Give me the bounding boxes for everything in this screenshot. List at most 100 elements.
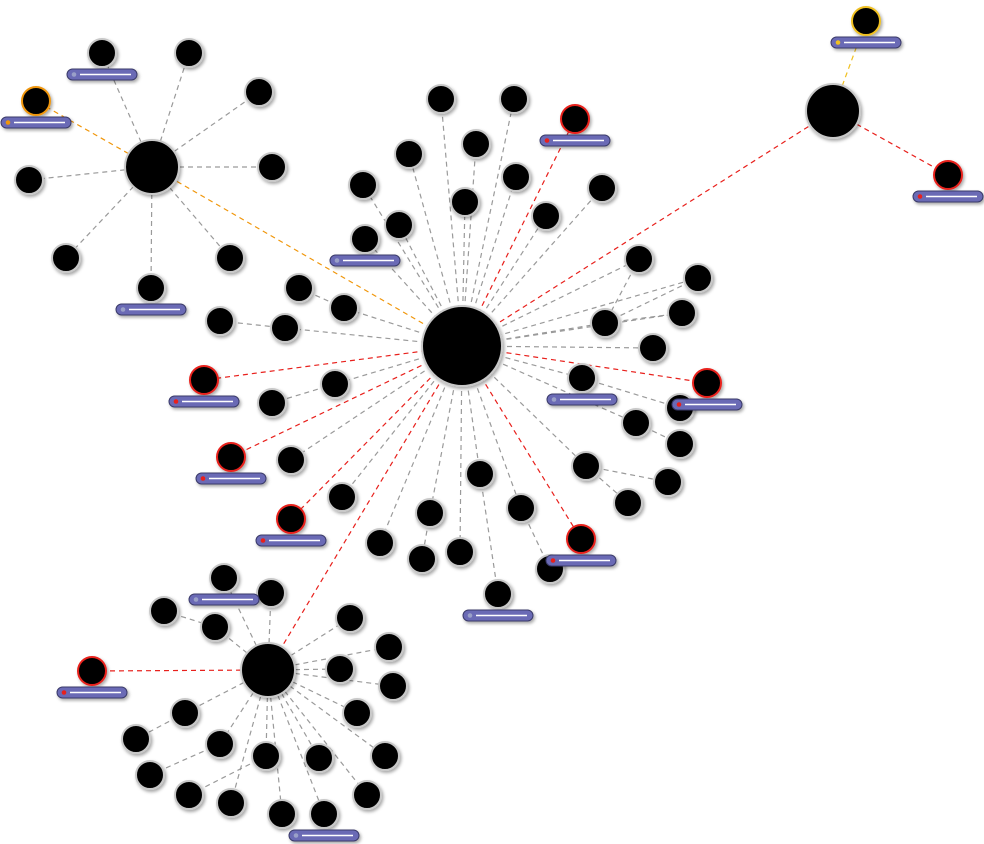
node-c14[interactable] [683,263,713,293]
node-c34[interactable] [653,467,683,497]
node-label-c22 [168,395,240,408]
node-c43[interactable] [407,544,437,574]
node-nw7[interactable] [51,243,81,273]
node-hub-ne[interactable] [805,83,861,139]
edge-hub-sw-sw21 [267,669,283,815]
node-sw9[interactable] [378,671,408,701]
node-nw2[interactable] [174,38,204,68]
node-c41[interactable] [365,528,395,558]
node-sw11[interactable] [342,698,372,728]
node-c10[interactable] [531,201,561,231]
node-c40[interactable] [566,524,596,554]
edge-hub-c-c22 [203,345,463,381]
node-c24[interactable] [567,363,597,393]
node-sw16[interactable] [370,741,400,771]
node-c12[interactable] [350,224,380,254]
node-label-sw1 [188,593,260,606]
node-c22[interactable] [189,365,219,395]
node-c21[interactable] [638,333,668,363]
node-sw7[interactable] [77,656,107,686]
node-sw15[interactable] [304,743,334,773]
node-c39[interactable] [276,504,306,534]
node-c9[interactable] [450,187,480,217]
edge-hub-sw-sw11 [267,669,358,714]
node-c42[interactable] [445,537,475,567]
node-c13[interactable] [624,244,654,274]
edge-hub-c-c4 [461,143,477,347]
node-ne2[interactable] [933,160,963,190]
node-sw21[interactable] [267,799,297,829]
node-c38[interactable] [415,498,445,528]
node-c7[interactable] [348,170,378,200]
node-c37[interactable] [506,493,536,523]
node-c20[interactable] [270,313,300,343]
node-hub-c[interactable] [421,305,503,387]
node-c45[interactable] [483,579,513,609]
node-sw20[interactable] [352,780,382,810]
node-hub-nw[interactable] [124,139,180,195]
node-label-nw1 [66,68,138,81]
node-label-c12 [329,254,401,267]
label-status-dot [467,613,473,618]
node-sw17[interactable] [135,760,165,790]
node-nw3[interactable] [244,77,274,107]
node-c32[interactable] [571,451,601,481]
node-hub-sw[interactable] [240,642,296,698]
label-status-dot [193,597,199,602]
node-sw5[interactable] [200,612,230,642]
node-c31[interactable] [276,445,306,475]
node-c30[interactable] [216,442,246,472]
edge-hub-c-c9 [461,201,466,347]
node-c19[interactable] [590,308,620,338]
node-nw6[interactable] [14,165,44,195]
node-sw10[interactable] [170,698,200,728]
node-c5[interactable] [394,139,424,169]
node-c26[interactable] [257,388,287,418]
edge-hub-sw-sw4 [267,617,351,671]
node-c35[interactable] [327,482,357,512]
node-c28[interactable] [621,408,651,438]
node-nw9[interactable] [136,273,166,303]
node-c23[interactable] [320,369,350,399]
node-c3[interactable] [560,104,590,134]
node-c17[interactable] [667,298,697,328]
node-c11[interactable] [384,210,414,240]
node-label-c45 [462,609,534,622]
node-sw2[interactable] [256,578,286,608]
node-sw19[interactable] [216,788,246,818]
node-sw22[interactable] [309,799,339,829]
node-nw5[interactable] [257,152,287,182]
node-sw13[interactable] [205,729,235,759]
label-status-dot [200,476,206,481]
label-status-dot [293,833,299,838]
node-sw4[interactable] [335,603,365,633]
node-sw6[interactable] [374,632,404,662]
node-c4[interactable] [461,129,491,159]
node-c2[interactable] [499,84,529,114]
node-ne1[interactable] [851,6,881,36]
node-nw1[interactable] [87,38,117,68]
node-c33[interactable] [465,459,495,489]
node-c25[interactable] [692,368,722,398]
node-c29[interactable] [665,429,695,459]
node-label-c3 [539,134,611,147]
labels-layer [0,36,984,842]
node-sw3[interactable] [149,596,179,626]
node-label-c39 [255,534,327,547]
node-nw8[interactable] [215,243,245,273]
node-c1[interactable] [426,84,456,114]
edge-hub-c-c8 [461,187,603,347]
node-label-sw22 [288,829,360,842]
node-c16[interactable] [329,293,359,323]
node-sw14[interactable] [251,741,281,771]
node-c8[interactable] [587,173,617,203]
node-sw12[interactable] [121,724,151,754]
node-c18[interactable] [205,306,235,336]
node-c6[interactable] [501,162,531,192]
node-c36[interactable] [613,488,643,518]
node-sw18[interactable] [174,780,204,810]
node-sw1[interactable] [209,563,239,593]
node-sw8[interactable] [325,654,355,684]
node-nw4[interactable] [21,86,51,116]
node-c15[interactable] [284,273,314,303]
